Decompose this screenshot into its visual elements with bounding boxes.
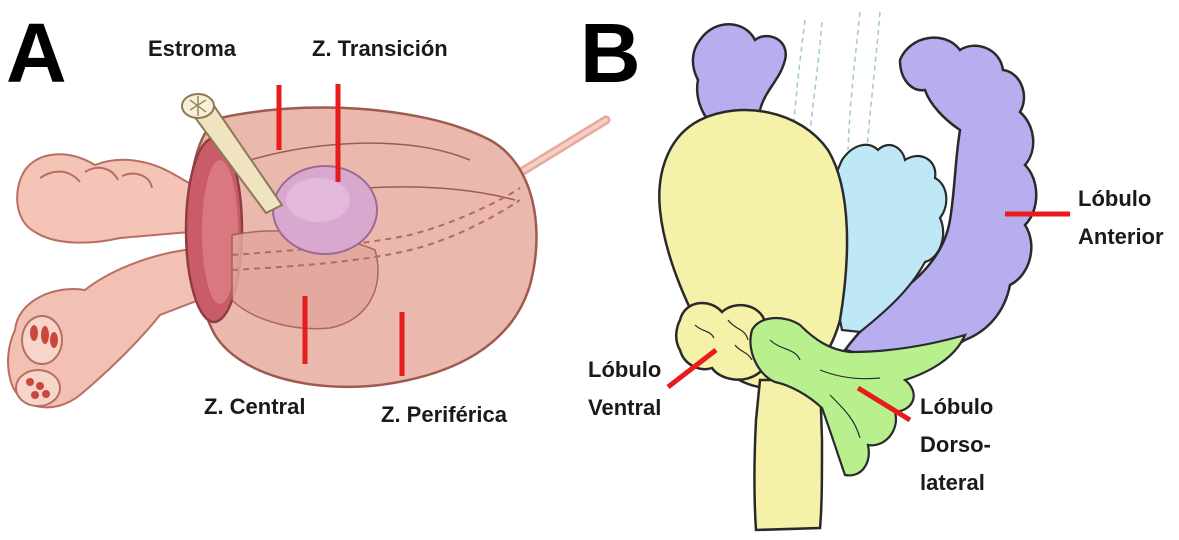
central-zone-label: Z. Central: [204, 394, 305, 419]
panel-b-letter: B: [580, 6, 641, 100]
seminal-vesicle-upper: [17, 154, 211, 242]
peripheral-zone-label: Z. Periférica: [381, 402, 508, 427]
dorsolateral-lobe-label-line1: Lóbulo: [920, 394, 993, 419]
transition-zone-label: Z. Transición: [312, 36, 448, 61]
stroma-label: Estroma: [148, 36, 237, 61]
panel-a-letter: A: [6, 6, 67, 100]
panel-b: B: [580, 6, 1164, 530]
dorsolateral-lobe-label-line2: Dorso-: [920, 432, 991, 457]
dorsolateral-lobe-label-line3: lateral: [920, 470, 985, 495]
panel-a: A: [6, 6, 606, 427]
ventral-lobe-label-line1: Lóbulo: [588, 357, 661, 382]
anterior-lobe-label-line2: Anterior: [1078, 224, 1164, 249]
ventral-lobe-label-line2: Ventral: [588, 395, 661, 420]
anterior-lobe-label-line1: Lóbulo: [1078, 186, 1151, 211]
